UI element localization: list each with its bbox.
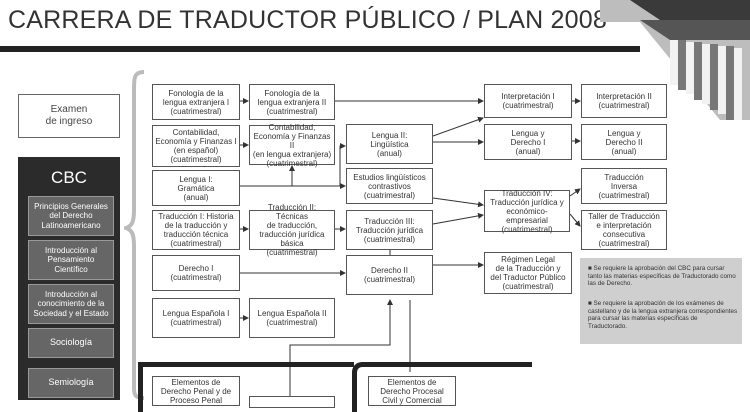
notes-panel xyxy=(580,258,742,344)
cbc-item-principios: Principios Generales del Derecho Latinoa… xyxy=(28,196,114,236)
bottom-bracket-left xyxy=(138,362,354,412)
connector-lines xyxy=(240,98,581,400)
subject-interpretacion-2: Interpretación II (cuatrimestral) xyxy=(581,84,667,118)
subject-derecho-2: Derecho II (cuatrimestral) xyxy=(346,255,433,295)
subject-lengua-derecho-2: Lengua y Derecho II (anual) xyxy=(581,124,667,160)
subject-fonologia-1: Fonología de la lengua extranjera I (cua… xyxy=(152,84,240,120)
cbc-item-semiologia: Semiología xyxy=(28,368,114,398)
subject-contabilidad-1: Contabilidad, Economía y Finanzas I (en … xyxy=(152,125,240,167)
note-examenes: ■ Se requiere la aprobación de los exáme… xyxy=(588,300,738,330)
cbc-item-sociologia: Sociología xyxy=(28,328,114,358)
subject-derecho-procesal: Elementos de Derecho Procesal Civil y Co… xyxy=(368,376,456,406)
subject-traduccion-1: Traducción I: Historia de la traducción … xyxy=(152,210,240,250)
page-title: CARRERA DE TRADUCTOR PÚBLICO / PLAN 2008 xyxy=(8,6,607,34)
subject-taller-traduccion: Taller de Traducción e interpretación co… xyxy=(581,210,667,250)
subject-derecho-1: Derecho I (cuatrimestral) xyxy=(152,255,240,291)
cbc-item-pensamiento: Introducción al Pensamiento Científico xyxy=(28,240,114,280)
subject-bottom-partial xyxy=(249,396,335,408)
subject-fonologia-2: Fonología de la lengua extranjera II (cu… xyxy=(249,84,335,120)
subject-lengua-espanola-2: Lengua Española II (cuatrimestral) xyxy=(249,298,335,338)
note-cbc: ■ Se requiere la aprobación del CBC para… xyxy=(588,265,736,288)
subject-lengua-derecho-1: Lengua y Derecho I (anual) xyxy=(484,124,572,160)
cbc-item-sociedad: Introducción al conocimiento de la Socie… xyxy=(28,284,114,324)
title-underline xyxy=(0,46,640,52)
building-photo xyxy=(600,0,750,120)
subject-lengua-espanola-1: Lengua Española I (cuatrimestral) xyxy=(152,298,240,338)
cbc-title: CBC xyxy=(51,168,87,187)
subject-contabilidad-2: Contabilidad, Economía y Finanzas II (en… xyxy=(249,123,335,168)
subject-lengua-1: Lengua I: Gramática (anual) xyxy=(152,170,240,206)
bottom-bracket-right xyxy=(352,362,532,412)
subject-traduccion-inversa: Traducción Inversa (cuatrimestral) xyxy=(581,168,667,204)
subject-regimen-legal: Régimen Legal de la Traducción y del Tra… xyxy=(484,252,572,294)
subject-interpretacion-1: Interpretación I (cuatrimestral) xyxy=(484,84,572,118)
entrance-exam-box: Examen de ingreso xyxy=(18,94,120,138)
subject-lengua-2: Lengua II: Lingüística (anual) xyxy=(346,124,433,164)
subject-traduccion-3: Traducción III: Traducción jurídica (cua… xyxy=(346,210,433,250)
subject-derecho-penal: Elementos de Derecho Penal y de Proceso … xyxy=(152,376,240,406)
subject-traduccion-4: Traducción IV: Traducción jurídica y eco… xyxy=(484,189,570,234)
subject-estudios-contrastivos: Estudios lingüísticos contrastivos (cuat… xyxy=(346,168,433,204)
subject-traduccion-2: Traducción II: Técnicas de traducción, t… xyxy=(249,203,335,257)
curly-brace xyxy=(124,70,145,400)
